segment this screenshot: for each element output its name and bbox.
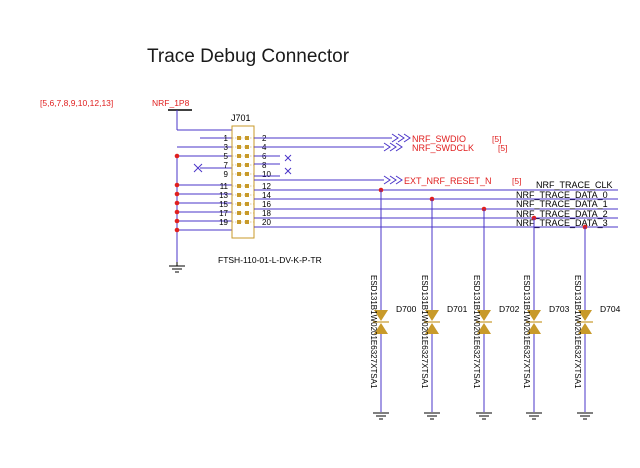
- off-page-arrows: [383, 133, 411, 185]
- net-label-reset: EXT_NRF_RESET_N: [404, 176, 492, 186]
- net-trace-data-3: NRF_TRACE_DATA_3: [516, 218, 608, 228]
- diode-part: ESD131B1W0201E6327XTSA1: [573, 275, 582, 389]
- pin-number-left: 3: [224, 143, 229, 152]
- pin-number-right: 10: [262, 170, 271, 179]
- diode-ref: D704: [600, 304, 621, 314]
- pin-number-left: 11: [220, 182, 229, 191]
- net-trace-data-1: NRF_TRACE_DATA_1: [516, 199, 608, 209]
- pin-pad: [245, 172, 249, 176]
- no-connect-pin7: [193, 163, 232, 173]
- pin-number-left: 5: [224, 152, 229, 161]
- diagram-title: Trace Debug Connector: [147, 46, 350, 67]
- net-trace-data-0: NRF_TRACE_DATA_0: [516, 190, 608, 200]
- diode-symbol: [527, 310, 541, 321]
- diode-ref: D702: [499, 304, 520, 314]
- junction-dots: [174, 153, 180, 233]
- sheet-refs: [5,6,7,8,9,10,12,13]: [40, 98, 113, 108]
- diode-symbol: [425, 310, 439, 321]
- pin-number-left: 7: [224, 161, 229, 170]
- power-net-label: NRF_1P8: [152, 98, 190, 108]
- ref-reset: [5]: [512, 176, 521, 186]
- pin-number-left: 9: [224, 170, 229, 179]
- diode-symbol: [477, 310, 491, 321]
- connector-ref: J701: [231, 113, 251, 123]
- left-bus: [176, 110, 232, 262]
- pin-number-right: 8: [262, 161, 267, 170]
- net-trace-data-2: NRF_TRACE_DATA_2: [516, 209, 608, 219]
- pin-number-left: 1: [224, 134, 229, 143]
- diode-part: ESD131B1W0201E6327XTSA1: [522, 275, 531, 389]
- pin-pad: [237, 163, 241, 167]
- pin-pad: [245, 154, 249, 158]
- pin-pad: [237, 154, 241, 158]
- diode-part: ESD131B1W0201E6327XTSA1: [420, 275, 429, 389]
- connector-part: FTSH-110-01-L-DV-K-P-TR: [218, 255, 322, 265]
- right-wires: [254, 137, 618, 228]
- diode-symbol: [477, 323, 491, 334]
- diode-part: ESD131B1W0201E6327XTSA1: [472, 275, 481, 389]
- diode-symbol: [578, 310, 592, 321]
- no-connect-marks: [284, 154, 292, 175]
- pin-number-right: 16: [262, 200, 271, 209]
- pin-pad: [237, 220, 241, 224]
- ground-symbol: [169, 262, 185, 273]
- pin-number-right: 14: [262, 191, 271, 200]
- pin-number-left: 19: [219, 218, 228, 227]
- pin-number-left: 15: [219, 200, 228, 209]
- pin-pad: [237, 136, 241, 140]
- ref-swdclk: [5]: [498, 143, 507, 153]
- pin-pad: [237, 211, 241, 215]
- pin-pad: [245, 136, 249, 140]
- diode-symbol: [425, 323, 439, 334]
- net-trace-clk: NRF_TRACE_CLK: [536, 180, 613, 190]
- pin-number-right: 20: [262, 218, 271, 227]
- pin-pad: [237, 184, 241, 188]
- pin-number-left: 13: [219, 191, 228, 200]
- diode-symbol: [374, 310, 388, 321]
- pin-pad: [245, 163, 249, 167]
- pin-pad: [237, 172, 241, 176]
- connector-body: [231, 125, 255, 239]
- diode-symbol: [374, 323, 388, 334]
- ref-swdio: [5]: [492, 134, 501, 144]
- net-label-swdclk: NRF_SWDCLK: [412, 143, 474, 153]
- diode-part: ESD131B1W0201E6327XTSA1: [369, 275, 378, 389]
- diode-ref: D701: [447, 304, 468, 314]
- net-label-swdio: NRF_SWDIO: [412, 134, 466, 144]
- pin-number-right: 12: [262, 182, 271, 191]
- pin-pad: [237, 193, 241, 197]
- pin-pad: [245, 184, 249, 188]
- pin-pad: [245, 202, 249, 206]
- pin-pad: [245, 211, 249, 215]
- pin-pad: [245, 145, 249, 149]
- pin-number-left: 17: [219, 209, 228, 218]
- pin-pad: [245, 193, 249, 197]
- diode-symbol: [527, 323, 541, 334]
- diode-ref: D700: [396, 304, 417, 314]
- diode-symbol: [578, 323, 592, 334]
- pin-number-right: 18: [262, 209, 271, 218]
- diode-ref: D703: [549, 304, 570, 314]
- pin-pad: [237, 145, 241, 149]
- pin-pad: [245, 220, 249, 224]
- pin-pad: [237, 202, 241, 206]
